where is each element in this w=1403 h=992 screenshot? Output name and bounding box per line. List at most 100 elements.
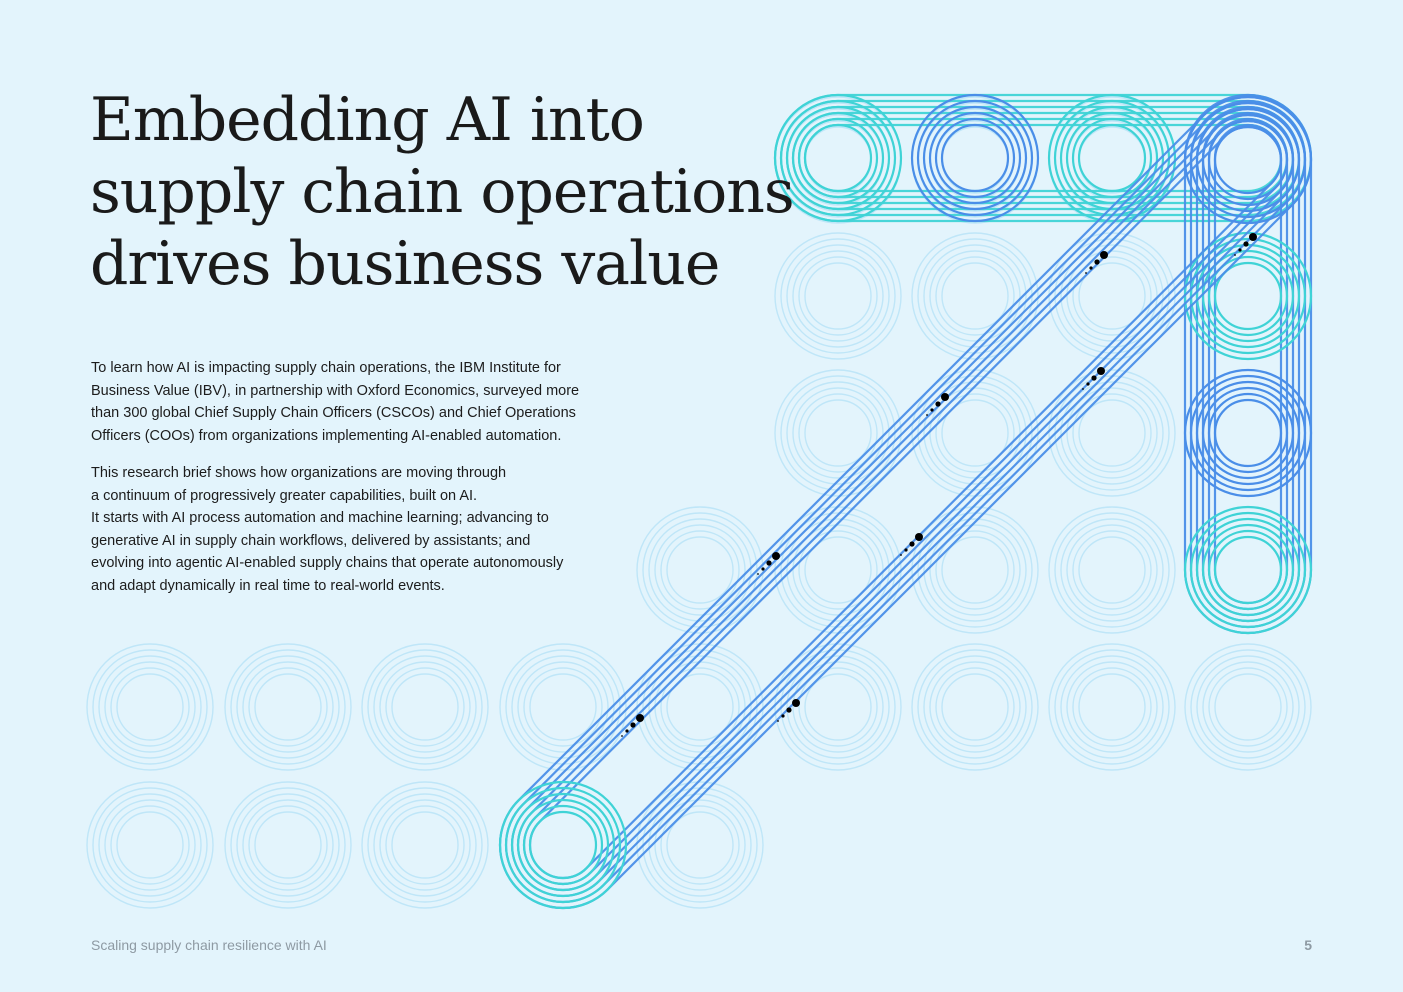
ring: [523, 667, 603, 747]
ring: [636, 506, 764, 634]
ring: [1048, 643, 1176, 771]
paragraph-line: Business Value (IBV), in partnership wit…: [91, 382, 580, 399]
motion-dot: [777, 720, 779, 722]
ring: [104, 661, 196, 753]
motion-dot: [1249, 233, 1257, 241]
ring-cluster: [224, 643, 352, 771]
ring: [1060, 244, 1164, 348]
paragraph-line: This research brief shows how organizati…: [91, 465, 507, 481]
ring: [1195, 380, 1301, 486]
paragraph-line: evolving into agentic AI-enabled supply …: [91, 555, 564, 571]
ring: [1066, 661, 1158, 753]
ring: [934, 117, 1016, 199]
ring: [929, 250, 1021, 342]
ring: [92, 787, 208, 903]
ring: [1201, 386, 1295, 480]
ring: [923, 381, 1027, 485]
ring: [917, 512, 1033, 628]
ring-cluster: [774, 369, 902, 497]
ring: [1202, 661, 1294, 753]
ring: [774, 369, 902, 497]
ring: [786, 381, 890, 485]
ring: [248, 805, 328, 885]
ring: [923, 518, 1027, 622]
motion-dots: [621, 233, 1257, 737]
ring: [935, 667, 1015, 747]
motion-dot: [1085, 272, 1087, 274]
motion-dot: [1100, 251, 1108, 259]
ring: [1207, 392, 1289, 474]
ring: [804, 399, 872, 467]
ring: [941, 399, 1009, 467]
ring: [1078, 673, 1146, 741]
ring: [517, 661, 609, 753]
ring: [1048, 506, 1176, 634]
ring: [385, 805, 465, 885]
motion-dot-group: [1234, 233, 1257, 256]
ring: [803, 123, 873, 193]
ring: [224, 643, 352, 771]
ring: [791, 111, 885, 205]
paragraph-line: and adapt dynamically in real time to re…: [91, 577, 445, 594]
ring: [792, 387, 884, 479]
shaft-start-ring: [498, 780, 628, 910]
paragraph-line: It starts with AI process automation and…: [91, 510, 549, 526]
ring: [1078, 262, 1146, 330]
right-ring-blue: [1183, 368, 1313, 498]
ring: [941, 126, 1009, 194]
motion-dot: [621, 735, 623, 737]
ring: [935, 256, 1015, 336]
motion-dot: [926, 414, 928, 416]
ring: [929, 661, 1021, 753]
ring-cluster: [86, 643, 214, 771]
ring: [242, 799, 334, 891]
ring: [1213, 535, 1283, 605]
ring: [792, 661, 884, 753]
ring: [935, 393, 1015, 473]
ring: [1054, 375, 1170, 491]
ring-cluster: [361, 781, 489, 909]
ring: [1201, 523, 1295, 617]
ring: [1184, 643, 1312, 771]
ring-cluster: [1184, 643, 1312, 771]
motion-dot: [909, 541, 915, 547]
ring: [804, 536, 872, 604]
ring: [1201, 249, 1295, 343]
ring: [1183, 368, 1313, 498]
ring: [798, 530, 878, 610]
ring: [941, 673, 1009, 741]
track-outline: [1201, 111, 1295, 617]
ring: [792, 524, 884, 616]
motion-dot: [935, 401, 941, 407]
ring: [1183, 505, 1313, 635]
footer-publication-title: Scaling supply chain resilience with AI: [91, 937, 327, 953]
ring: [254, 811, 322, 879]
ring: [1201, 113, 1295, 207]
ring: [666, 536, 734, 604]
motion-dot: [625, 729, 629, 733]
ring: [1213, 261, 1283, 331]
ring: [654, 799, 746, 891]
ring: [642, 787, 758, 903]
ring: [1189, 511, 1307, 629]
ring: [242, 661, 334, 753]
ring: [511, 655, 615, 759]
paragraph-line: a continuum of progressively greater cap…: [91, 487, 478, 504]
ring: [1054, 649, 1170, 765]
title-line: Embedding AI into: [90, 85, 645, 155]
motion-dot: [636, 714, 644, 722]
ring: [361, 643, 489, 771]
ring-cluster: [911, 232, 1039, 360]
motion-dot: [772, 552, 780, 560]
ring: [917, 238, 1033, 354]
ring: [254, 673, 322, 741]
research-brief-paragraph: This research brief shows how organizati…: [91, 462, 651, 597]
ring-cluster: [1048, 369, 1176, 497]
ring: [1077, 123, 1147, 193]
motion-dot: [757, 573, 759, 575]
ring: [1060, 655, 1164, 759]
page-number: 5: [1304, 937, 1312, 953]
ring: [391, 673, 459, 741]
motion-dot: [1234, 254, 1236, 256]
ring: [1066, 524, 1158, 616]
